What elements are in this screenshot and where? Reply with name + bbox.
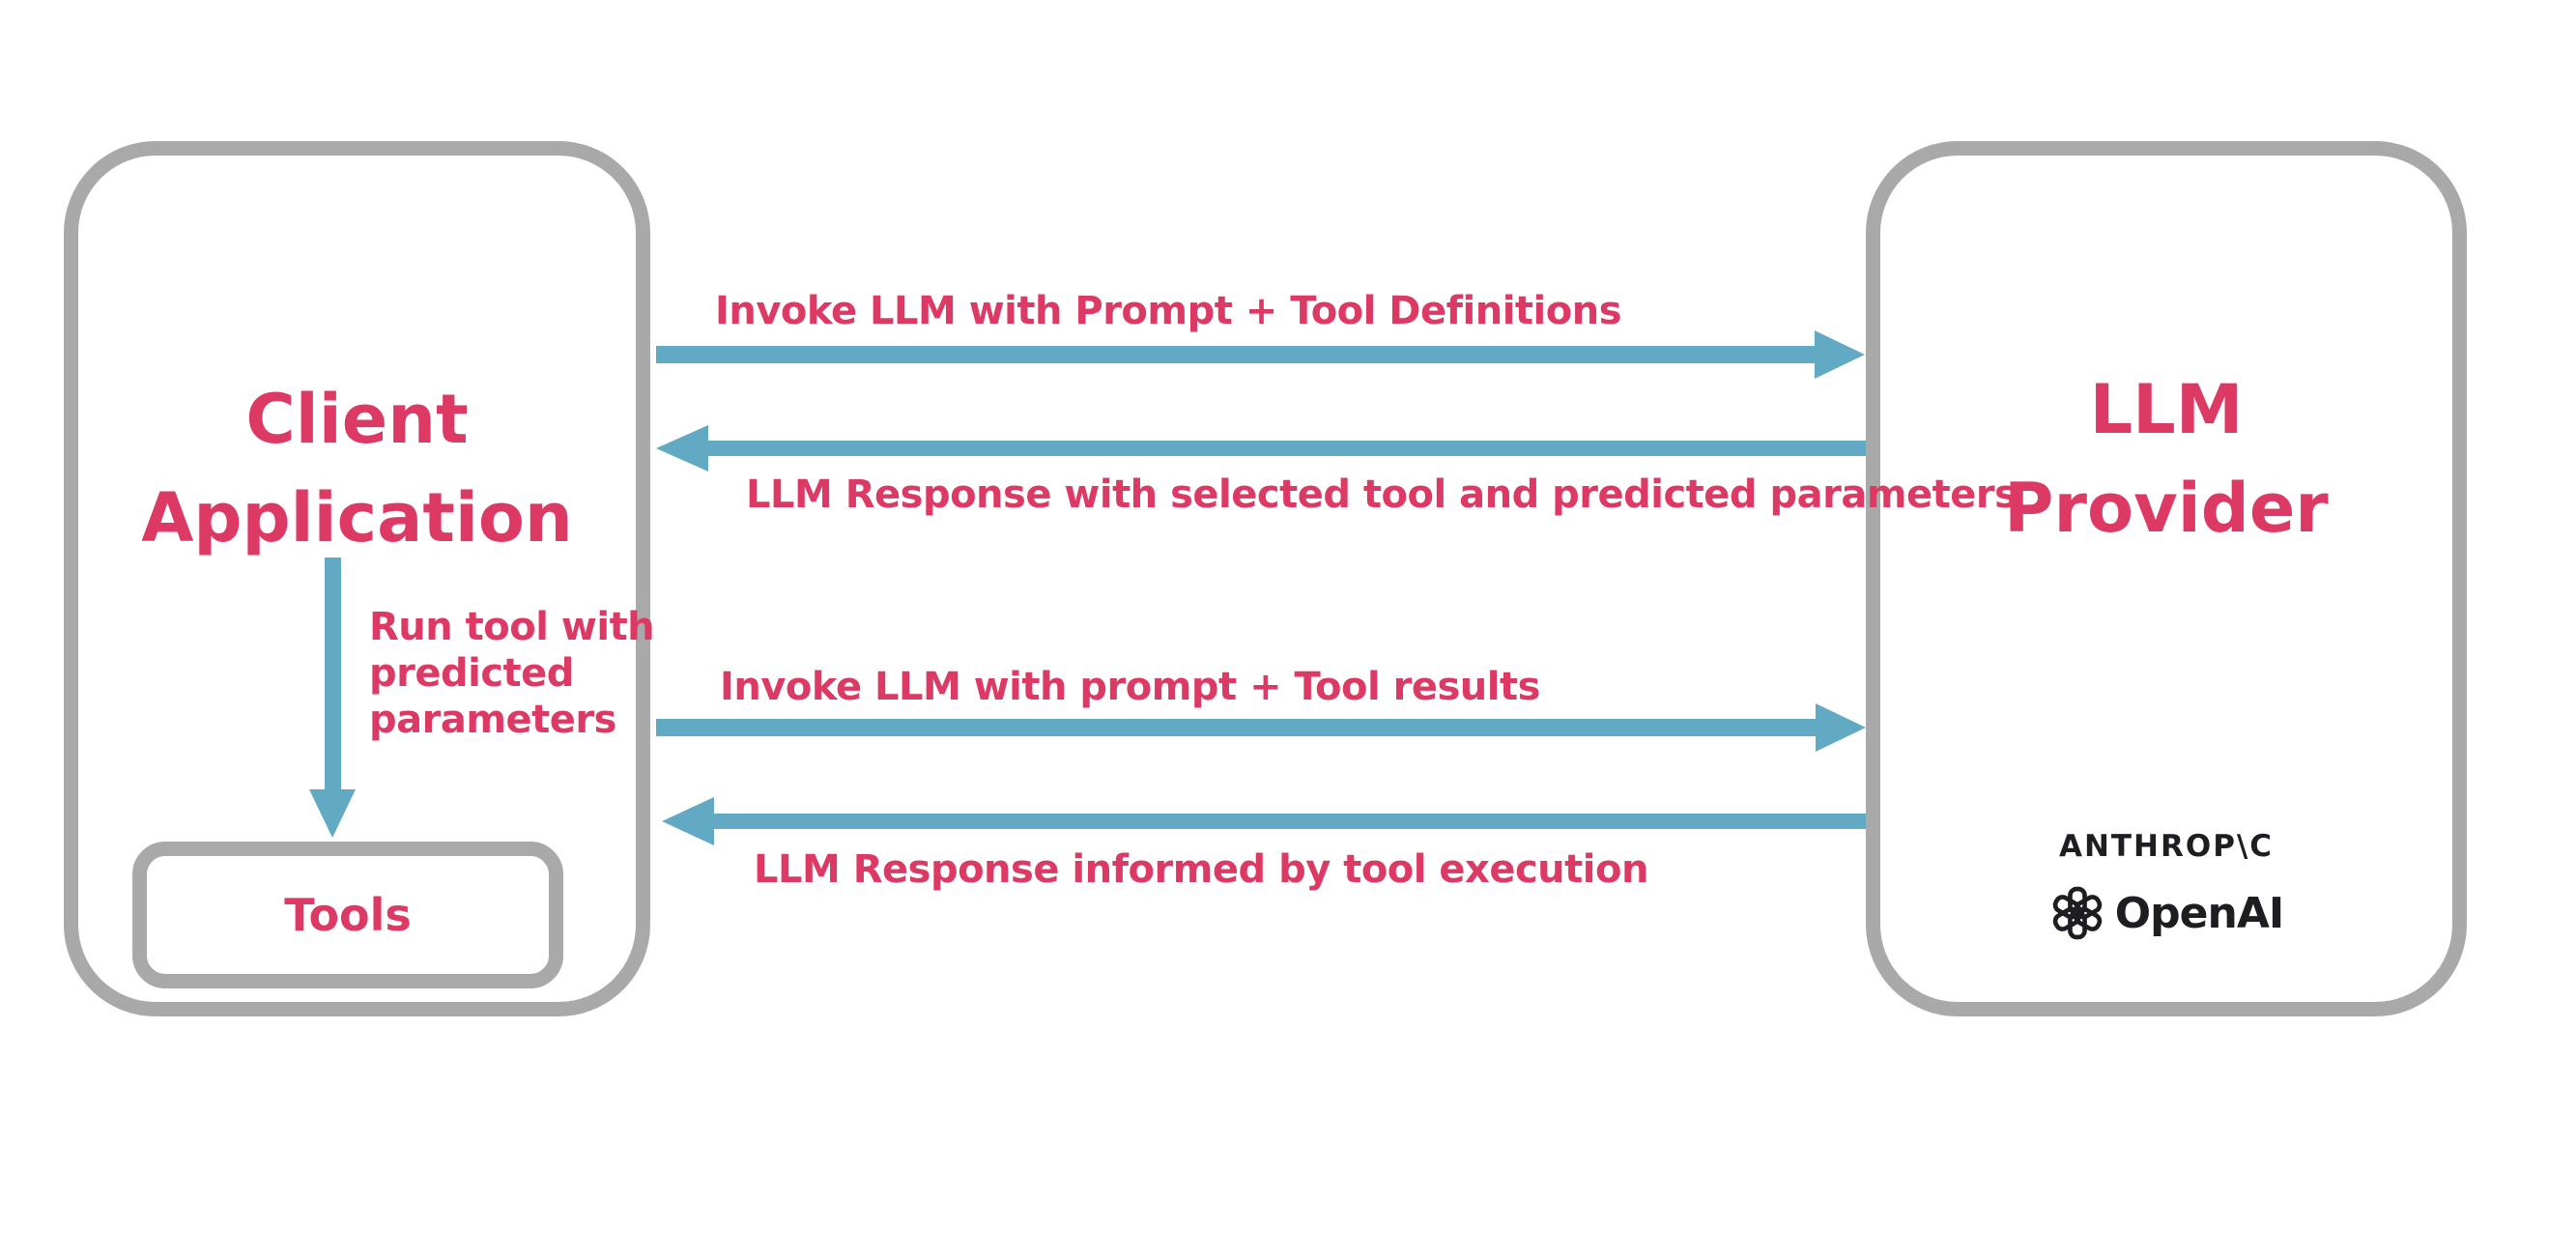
message-label-response-selected-tool: LLM Response with selected tool and pred… [746,472,2018,517]
run-tool-label: Run tool with predicted parameters [369,604,655,743]
run-tool-label-line-2: predicted [369,651,574,696]
client-application-box: Client Application Tools [64,141,650,1016]
openai-logo-icon [2052,886,2102,940]
arrow-invoke-definitions [656,330,1865,379]
openai-logo: OpenAI [2049,885,2284,941]
llm-provider-box: LLM Provider [1866,141,2467,1016]
run-tool-arrow [309,558,356,838]
client-title-line-1: Client [245,380,469,459]
tools-label: Tools [284,889,412,941]
run-tool-label-line-3: parameters [369,698,616,742]
client-title-line-2: Application [141,478,573,558]
llm-provider-logos: ANTHROP\C OpenAI [1866,829,2467,941]
tools-box: Tools [132,842,563,988]
arrow-invoke-results [656,703,1866,752]
llm-title-line-1: LLM [2089,370,2244,449]
openai-logo-text: OpenAI [2114,888,2284,938]
llm-provider-title: LLM Provider [1880,360,2452,558]
message-label-invoke-definitions: Invoke LLM with Prompt + Tool Definition… [715,289,1622,333]
message-label-response-informed: LLM Response informed by tool execution [754,847,1648,892]
client-application-title: Client Application [78,370,636,567]
llm-title-line-2: Provider [2004,469,2329,548]
arrow-response-selected-tool [656,425,1866,472]
message-label-invoke-results: Invoke LLM with prompt + Tool results [720,665,1540,709]
run-tool-label-line-1: Run tool with [369,605,655,649]
anthropic-logo: ANTHROP\C [2058,829,2275,864]
arrow-response-informed [662,797,1866,845]
